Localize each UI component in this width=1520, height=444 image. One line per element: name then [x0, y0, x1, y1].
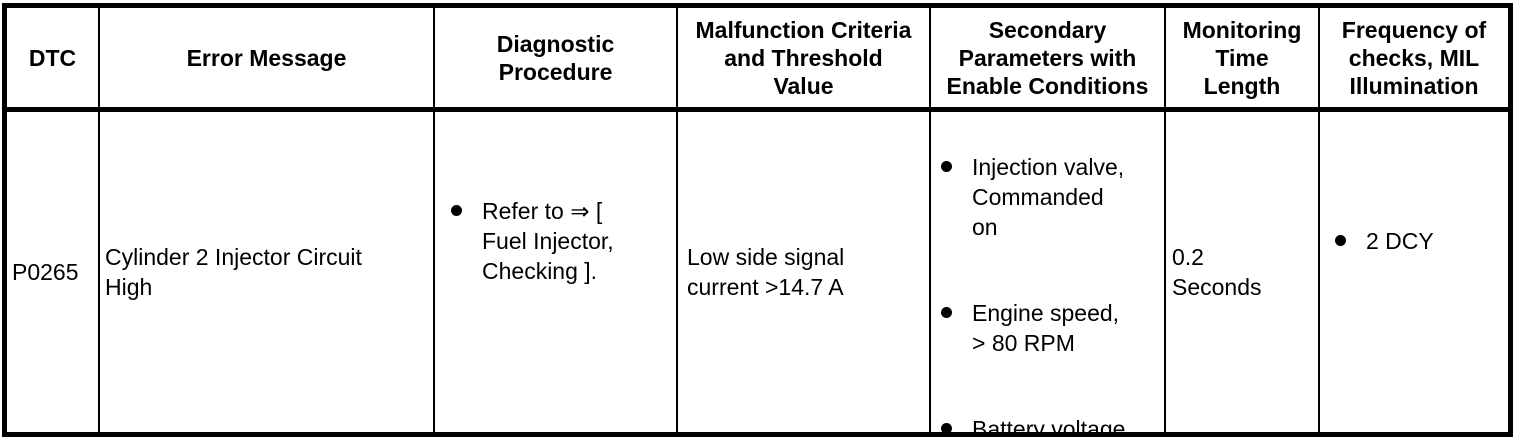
malfunction-criteria-text: Low side signal current >14.7 A — [687, 244, 845, 300]
diagnostic-procedure-text: Refer to ⇒ [ Fuel Injector, Checking ]. — [482, 198, 614, 284]
bullet-icon — [941, 307, 952, 318]
dtc-code: P0265 — [12, 259, 79, 285]
bullet-icon — [1335, 235, 1346, 246]
column-header-dtc: DTC — [7, 8, 100, 112]
cell-malfunction-criteria: Low side signal current >14.7 A — [678, 112, 931, 432]
secondary-parameter-text: Engine speed, > 80 RPM — [972, 300, 1120, 356]
monitoring-time-text: 0.2 Seconds — [1172, 244, 1262, 300]
dtc-table: DTC Error Message Diagnostic Procedure M… — [2, 3, 1513, 437]
secondary-parameter-item: Battery voltage, 9.04-16 V — [941, 414, 1160, 432]
bullet-icon — [941, 423, 952, 432]
frequency-text: 2 DCY — [1366, 228, 1434, 254]
cell-error-message: Cylinder 2 Injector Circuit High — [100, 112, 435, 432]
secondary-parameter-item: Engine speed, > 80 RPM — [941, 298, 1160, 358]
error-message-text: Cylinder 2 Injector Circuit High — [105, 244, 362, 300]
secondary-parameter-text: Battery voltage, 9.04-16 V — [972, 416, 1132, 432]
column-header-error-message: Error Message — [100, 8, 435, 112]
cell-monitoring-time: 0.2 Seconds — [1166, 112, 1320, 432]
cell-frequency: 2 DCY — [1320, 112, 1508, 432]
cell-secondary-parameters: Injection valve, Commanded on Engine spe… — [931, 112, 1166, 432]
frequency-item: 2 DCY — [1335, 226, 1434, 256]
column-header-monitoring-time: Monitoring Time Length — [1166, 8, 1320, 112]
column-header-secondary-parameters: Secondary Parameters with Enable Conditi… — [931, 8, 1166, 112]
column-header-diagnostic-procedure: Diagnostic Procedure — [435, 8, 678, 112]
bullet-icon — [451, 205, 462, 216]
secondary-parameter-text: Injection valve, Commanded on — [972, 154, 1125, 240]
diagnostic-procedure-item: Refer to ⇒ [ Fuel Injector, Checking ]. — [451, 196, 614, 286]
column-header-malfunction-criteria: Malfunction Criteria and Threshold Value — [678, 8, 931, 112]
secondary-parameter-item: Injection valve, Commanded on — [941, 152, 1160, 242]
cell-dtc-code: P0265 — [7, 112, 100, 432]
column-header-frequency: Frequency of checks, MIL Illumination — [1320, 8, 1508, 112]
bullet-icon — [941, 161, 952, 172]
cell-diagnostic-procedure: Refer to ⇒ [ Fuel Injector, Checking ]. — [435, 112, 678, 432]
